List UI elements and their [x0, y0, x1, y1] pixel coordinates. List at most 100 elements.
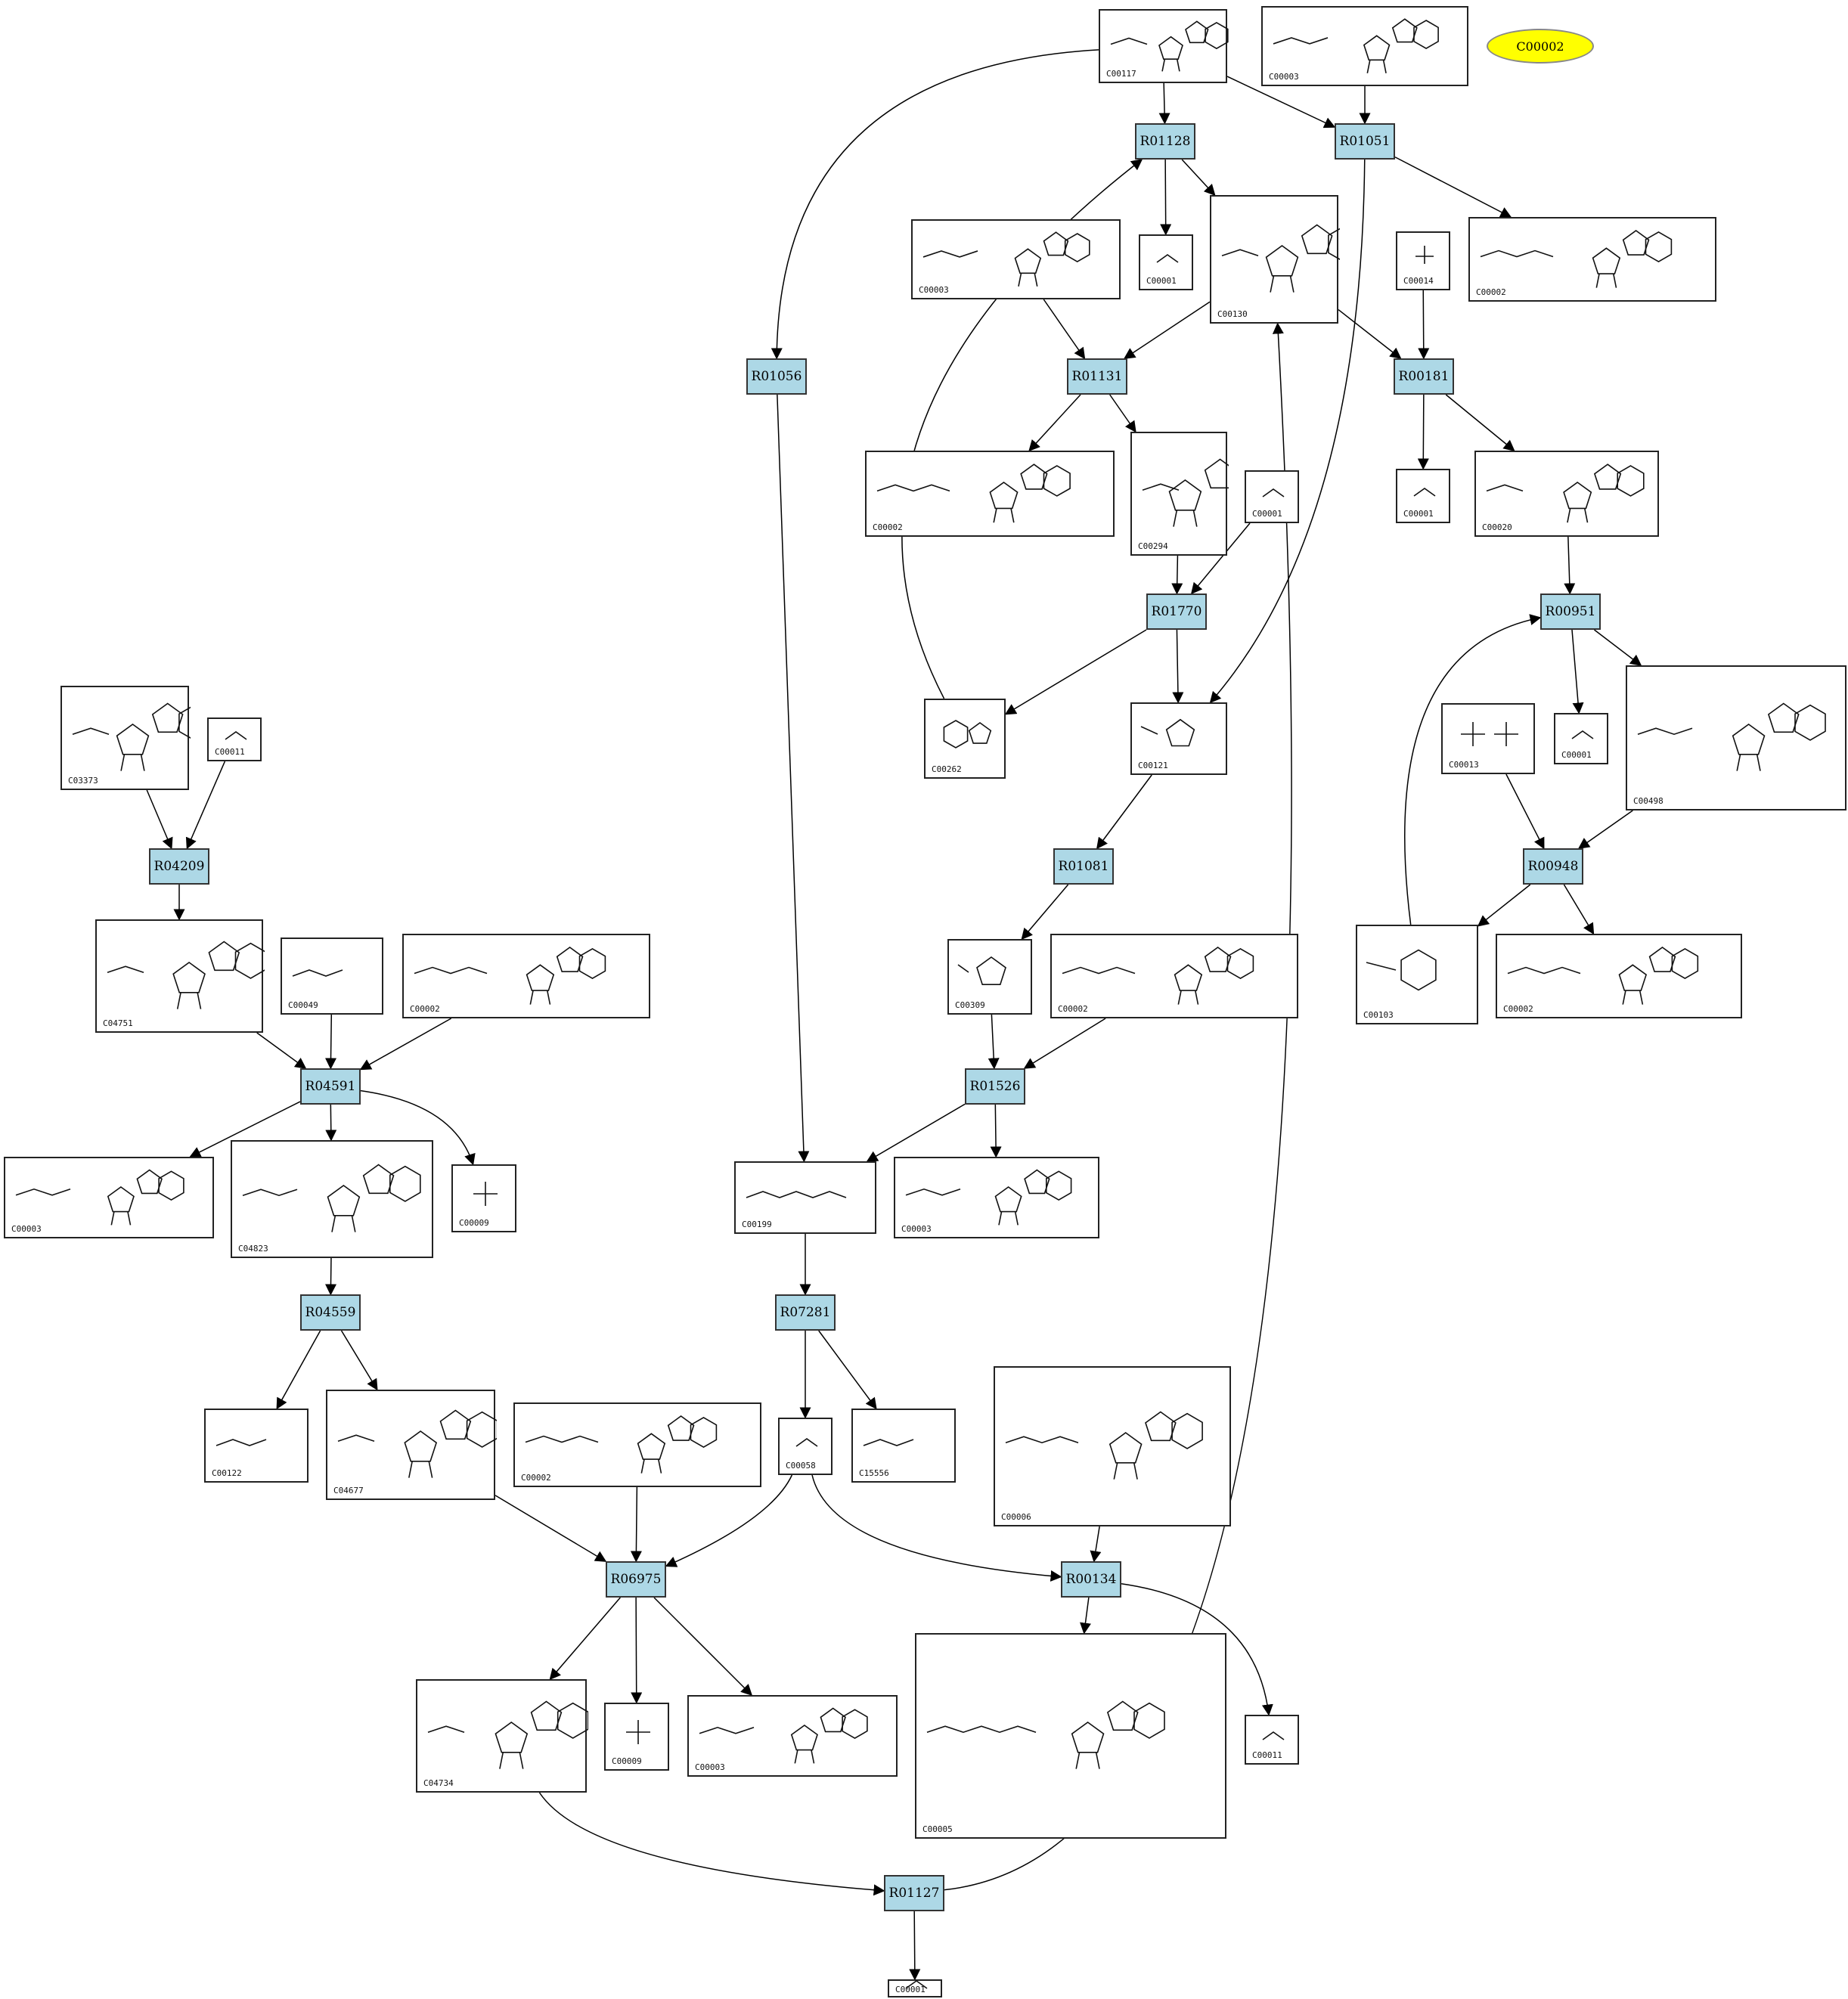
reaction-edge — [325, 1104, 337, 1142]
compound-node[interactable]: C00009 — [604, 1703, 669, 1771]
reaction-node[interactable]: R04209 — [149, 848, 209, 885]
reaction-node[interactable]: R01128 — [1135, 123, 1195, 160]
compound-node[interactable]: C00103 — [1356, 925, 1478, 1024]
compound-node[interactable]: C00002 — [1050, 934, 1298, 1018]
compound-node[interactable]: C00121 — [1130, 702, 1227, 775]
compound-node[interactable]: C00002 — [513, 1402, 761, 1487]
compound-id-label: C00003 — [919, 285, 949, 295]
compound-node[interactable]: C00009 — [451, 1164, 516, 1232]
compound-node[interactable]: C00013 — [1441, 703, 1535, 774]
reaction-node[interactable]: R01770 — [1146, 594, 1207, 630]
reaction-node[interactable]: R01127 — [884, 1875, 944, 1911]
compound-node[interactable]: C00003 — [4, 1157, 214, 1238]
reaction-edge — [1023, 1018, 1106, 1069]
reaction-node[interactable]: R01526 — [965, 1068, 1025, 1105]
reaction-edge — [866, 1103, 966, 1162]
compound-node[interactable]: C00294 — [1130, 432, 1229, 556]
reaction-edge — [1209, 159, 1366, 704]
reaction-edge — [1021, 884, 1069, 941]
compound-node[interactable]: C00011 — [207, 717, 262, 761]
compound-id-label: C00002 — [1058, 1004, 1088, 1014]
reaction-edge — [1394, 157, 1512, 218]
compound-node[interactable]: C00001 — [1554, 713, 1608, 764]
compound-id-label: C04677 — [333, 1486, 364, 1495]
compound-node[interactable]: C00020 — [1474, 451, 1659, 537]
compound-node[interactable]: C04677 — [326, 1390, 497, 1500]
compound-id-label: C00002 — [521, 1473, 551, 1483]
compound-node[interactable]: C00130 — [1210, 195, 1340, 324]
reaction-edge — [1172, 629, 1184, 704]
reaction-edge — [1181, 159, 1216, 197]
compound-node[interactable]: C00262 — [924, 699, 1006, 779]
compound-id-label: C00006 — [1001, 1512, 1031, 1522]
compound-node[interactable]: C00014 — [1396, 231, 1450, 290]
reaction-node[interactable]: R01131 — [1067, 358, 1127, 395]
compound-id-label: C00122 — [212, 1468, 242, 1478]
compound-node[interactable]: C00001 — [888, 1979, 942, 1997]
highlight-compound-badge[interactable]: C00002 — [1487, 29, 1594, 64]
compound-node[interactable]: C04734 — [416, 1679, 588, 1793]
compound-id-label: C00130 — [1217, 309, 1248, 319]
compound-id-label: C00103 — [1363, 1010, 1394, 1020]
reaction-edge — [549, 1597, 621, 1681]
reaction-node[interactable]: R01056 — [746, 358, 807, 395]
compound-node[interactable]: C00058 — [778, 1418, 833, 1475]
compound-node[interactable]: C00001 — [1396, 469, 1450, 523]
reaction-edge — [325, 1257, 336, 1296]
reaction-edge — [1123, 301, 1211, 359]
compound-node[interactable]: C00006 — [994, 1366, 1231, 1526]
compound-id-label: C00121 — [1138, 761, 1168, 770]
reaction-edge — [1404, 614, 1542, 925]
reaction-node[interactable]: R04559 — [300, 1294, 361, 1331]
reaction-edge — [1226, 76, 1336, 129]
reaction-node[interactable]: R01081 — [1053, 848, 1114, 885]
reaction-node[interactable]: R00948 — [1523, 848, 1583, 885]
compound-node[interactable]: C00049 — [281, 938, 383, 1015]
compound-node[interactable]: C00002 — [402, 934, 650, 1018]
compound-node[interactable]: C00117 — [1099, 9, 1229, 83]
compound-node[interactable]: C00011 — [1245, 1715, 1299, 1765]
compound-node[interactable]: C00003 — [687, 1695, 898, 1777]
compound-id-label: C04823 — [238, 1244, 268, 1254]
reaction-edge — [777, 394, 810, 1163]
compound-node[interactable]: C00001 — [1245, 470, 1299, 523]
reaction-edge — [811, 1474, 1062, 1582]
compound-node[interactable]: C00122 — [204, 1409, 309, 1483]
compound-id-label: C00002 — [1503, 1004, 1533, 1014]
compound-node[interactable]: C00002 — [1496, 934, 1742, 1018]
compound-node[interactable]: C04751 — [95, 919, 265, 1033]
reaction-edge — [185, 761, 226, 850]
reaction-edge — [988, 1014, 1000, 1070]
compound-node[interactable]: C00001 — [1139, 234, 1193, 290]
reaction-node[interactable]: R00951 — [1540, 594, 1601, 630]
reaction-node[interactable]: R06975 — [606, 1561, 666, 1598]
reaction-edge — [1190, 522, 1251, 595]
reaction-edge — [1577, 810, 1633, 849]
reaction-edge — [146, 789, 173, 850]
compound-node[interactable]: C00003 — [1261, 6, 1468, 86]
compound-node[interactable]: C15556 — [851, 1409, 956, 1483]
compound-id-label: C15556 — [859, 1468, 889, 1478]
compound-node[interactable]: C04823 — [231, 1140, 433, 1258]
reaction-edge — [1477, 884, 1531, 927]
compound-id-label: C00009 — [612, 1756, 642, 1766]
compound-id-label: C00002 — [410, 1004, 440, 1014]
compound-node[interactable]: C03373 — [60, 686, 191, 790]
compound-node[interactable]: C00002 — [865, 451, 1115, 537]
reaction-node[interactable]: R07281 — [775, 1294, 836, 1331]
reaction-node[interactable]: R00181 — [1394, 358, 1454, 395]
reaction-node[interactable]: R00134 — [1061, 1561, 1121, 1598]
compound-id-label: C00498 — [1633, 796, 1664, 806]
reaction-edge — [1028, 394, 1081, 452]
reaction-edge — [1418, 290, 1430, 360]
reaction-edge — [1594, 629, 1642, 666]
compound-node[interactable]: C00003 — [911, 219, 1121, 299]
compound-node[interactable]: C00002 — [1468, 217, 1716, 302]
compound-node[interactable]: C00003 — [894, 1157, 1099, 1238]
compound-node[interactable]: C00309 — [947, 939, 1032, 1015]
compound-node[interactable]: C00498 — [1626, 665, 1846, 810]
compound-node[interactable]: C00199 — [734, 1161, 876, 1234]
compound-node[interactable]: C00005 — [915, 1633, 1226, 1839]
reaction-node[interactable]: R01051 — [1335, 123, 1395, 160]
reaction-node[interactable]: R04591 — [300, 1068, 361, 1105]
